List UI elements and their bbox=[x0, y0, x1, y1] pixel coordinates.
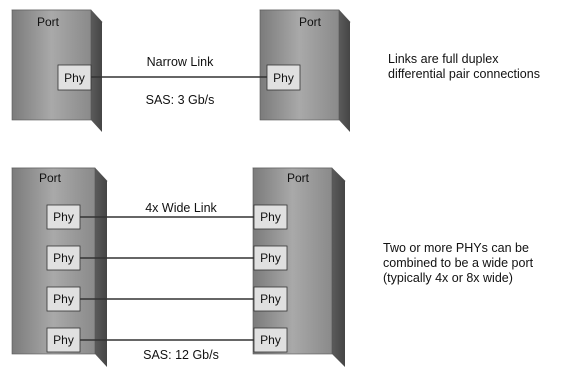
wide-link-speed: SAS: 12 Gb/s bbox=[143, 348, 219, 362]
bottom-left-port-title: Port bbox=[39, 171, 62, 185]
bottom-right-phy-label: Phy bbox=[260, 251, 281, 265]
wide-link-label: 4x Wide Link bbox=[145, 201, 217, 215]
bottom-right-port-title: Port bbox=[287, 171, 310, 185]
bottom-left-phy-label: Phy bbox=[53, 251, 74, 265]
top-left-phy-label: Phy bbox=[64, 71, 85, 85]
bottom-note-line: (typically 4x or 8x wide) bbox=[383, 271, 513, 285]
bottom-right-phy-label: Phy bbox=[260, 333, 281, 347]
bottom-note-line: Two or more PHYs can be bbox=[383, 241, 529, 255]
bottom-left-phy-label: Phy bbox=[53, 210, 74, 224]
narrow-link-label: Narrow Link bbox=[147, 55, 214, 69]
bottom-right-phy-label: Phy bbox=[260, 292, 281, 306]
top-left-port-title: Port bbox=[37, 15, 60, 29]
top-right-port: Port Phy bbox=[259, 9, 351, 132]
narrow-link-speed: SAS: 3 Gb/s bbox=[146, 93, 215, 107]
bottom-left-phy-label: Phy bbox=[53, 333, 74, 347]
bottom-note-line: combined to be a wide port bbox=[383, 256, 534, 270]
wide-link-lines bbox=[80, 216, 254, 341]
top-note-line: differential pair connections bbox=[388, 67, 540, 81]
top-right-port-title: Port bbox=[299, 15, 322, 29]
top-left-port: Port Phy bbox=[11, 9, 103, 132]
top-note: Links are full duplex differential pair … bbox=[388, 52, 540, 82]
bottom-note: Two or more PHYs can be combined to be a… bbox=[383, 241, 533, 286]
bottom-left-phy-label: Phy bbox=[53, 292, 74, 306]
bottom-right-phy-label: Phy bbox=[260, 210, 281, 224]
top-right-phy-label: Phy bbox=[273, 71, 294, 85]
top-note-line: Links are full duplex bbox=[388, 52, 499, 66]
